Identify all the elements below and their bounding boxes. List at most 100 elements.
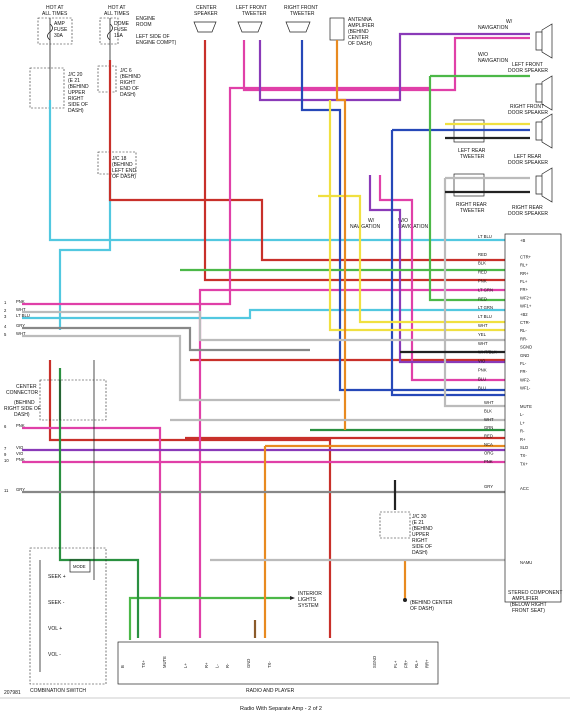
wire-color-label: GRY [16, 323, 25, 328]
wire-color-label: WHT [478, 323, 488, 328]
svg-text:DOOR SPEAKER: DOOR SPEAKER [508, 160, 548, 166]
amp-pin-label: L- [520, 412, 524, 417]
svg-text:VOL +: VOL + [48, 626, 62, 632]
wire-blu-1 [300, 40, 505, 392]
wire-color-label: VIO [16, 451, 24, 456]
radio-pin-label: RL+ [414, 660, 419, 668]
svg-text:J/C 6: J/C 6 [120, 68, 132, 74]
right-front-tweeter: RIGHT FRONT TWEETER [284, 5, 318, 33]
tweeter-icon [285, 21, 311, 33]
svg-text:UPPER: UPPER [412, 532, 430, 538]
interior-lights-system: INTERIOR LIGHTS SYSTEM [290, 591, 322, 609]
radio-pin-label: R- [225, 663, 230, 668]
wire-color-label: WHT [484, 400, 494, 405]
wire-pnk-3 [22, 426, 162, 638]
wire-color-label: PNK [478, 279, 487, 284]
speaker-icon [193, 21, 217, 33]
svg-text:OF DASH): OF DASH) [410, 606, 434, 612]
svg-text:LEFT REAR: LEFT REAR [458, 148, 486, 154]
wire-number: 11 [4, 488, 9, 493]
wire-color-label: GRN [484, 425, 493, 430]
radio-pin-label: FL+ [393, 660, 398, 668]
amp-pin-label: MUTE [520, 404, 532, 409]
svg-text:J/C 18: J/C 18 [112, 156, 127, 162]
wire-number: 10 [4, 458, 9, 463]
svg-text:RIGHT: RIGHT [68, 96, 84, 102]
svg-text:NAVIGATION: NAVIGATION [478, 25, 508, 31]
svg-text:OF DASH): OF DASH) [112, 174, 136, 180]
wire-color-label: LT BLU [478, 314, 492, 319]
wire-org-2 [263, 444, 505, 638]
wire-vio-3 [368, 175, 505, 364]
wire-color-label: GRY [484, 484, 493, 489]
svg-text:(BEHIND CENTER: (BEHIND CENTER [410, 600, 453, 606]
wire-number: 6 [4, 424, 7, 429]
wire-color-label: LT BLU [16, 313, 30, 318]
amp-pin-label: R- [520, 429, 525, 434]
radio-pin-label: TX+ [141, 660, 146, 668]
jc-18: J/C 18 (BEHIND LEFT END OF DASH) [97, 151, 136, 180]
svg-text:J/C 20: J/C 20 [68, 72, 83, 78]
svg-text:W/: W/ [368, 218, 375, 224]
amp-pin-label: FR- [520, 369, 528, 374]
svg-text:W/O: W/O [478, 52, 488, 58]
wire-number: 9 [4, 452, 7, 457]
amp-pin-label: FR+ [520, 287, 529, 292]
wire-color-label: RED [478, 296, 487, 301]
svg-text:VOL -: VOL - [48, 652, 61, 658]
left-rear-door-speaker: LEFT REAR DOOR SPEAKER [508, 113, 553, 166]
wire-red-3 [48, 360, 332, 638]
amp-pin-label: RR- [520, 336, 528, 341]
wire-color-label: PNK [478, 368, 487, 373]
svg-text:J/C 30: J/C 30 [412, 514, 427, 520]
svg-text:FRONT SEAT): FRONT SEAT) [512, 608, 545, 614]
wire-color-label: GRY [16, 487, 25, 492]
wire-pnk-2 [22, 86, 430, 306]
amp-pin-label: CTR+ [520, 254, 532, 259]
wire-color-label: BLK [478, 261, 486, 266]
svg-text:DASH): DASH) [14, 412, 30, 418]
amp-pin-label: SLD [520, 445, 528, 450]
wire-color-label: BLK [484, 408, 492, 413]
wire-color-label: PNK [16, 457, 25, 462]
fuse-2-hot-label: HOT AT [108, 5, 126, 11]
wire-number: 7 [4, 446, 7, 451]
fuse-1-l2: FUSE [54, 27, 68, 33]
amp-pin-label: RL- [520, 328, 527, 333]
svg-text:SEEK +: SEEK + [48, 574, 66, 580]
diagram-id: 207981 [4, 690, 21, 696]
fuse-2-loc3: LEFT SIDE OF [136, 34, 170, 40]
radio-pin-label: MUTE [162, 656, 167, 668]
svg-text:(BEHIND: (BEHIND [348, 29, 369, 35]
svg-text:(BELOW RIGHT: (BELOW RIGHT [510, 602, 547, 608]
svg-text:OF DASH): OF DASH) [348, 41, 372, 47]
fuse-2-loc2: ROOM [136, 22, 152, 28]
svg-text:TWEETER: TWEETER [460, 208, 485, 214]
wire-color-label: WHT [484, 417, 494, 422]
wire-color-label: LT GRN [478, 305, 493, 310]
fuse-2-hot-label2: ALL TIMES [104, 11, 130, 17]
amp-pin-label: R+ [520, 437, 526, 442]
page-title: Radio With Separate Amp - 2 of 2 [240, 706, 322, 712]
wire-grn-1 [58, 368, 140, 638]
radio-pin-label: RR+ [425, 659, 430, 668]
svg-text:AMPLIFIER: AMPLIFIER [512, 596, 539, 602]
wire-yel-1 [328, 100, 505, 332]
wire-color-label: WHT [16, 307, 26, 312]
wire-red-2 [203, 40, 505, 282]
svg-text:SEEK -: SEEK - [48, 600, 65, 606]
wire-color-label: LT BLU [478, 234, 492, 239]
svg-text:(BEHIND: (BEHIND [68, 84, 89, 90]
radio-pin-label: R+ [204, 662, 209, 668]
amp-pins-a: +BCTR+RL+RR+FL+FR+WF2+WF1++B2CTR-RL-RR-S… [520, 238, 532, 391]
svg-text:RIGHT FRONT: RIGHT FRONT [510, 104, 544, 110]
wire-number: 1 [4, 300, 7, 305]
amp-pin-label: WF1- [520, 386, 531, 391]
amp-pin-label: RL+ [520, 263, 528, 268]
radio-pin-label: L+ [183, 663, 188, 668]
wire-color-label: RED [484, 434, 493, 439]
fuse-1-hot-label: HOT AT [46, 5, 64, 11]
svg-text:NAVIGATION: NAVIGATION [478, 58, 508, 64]
